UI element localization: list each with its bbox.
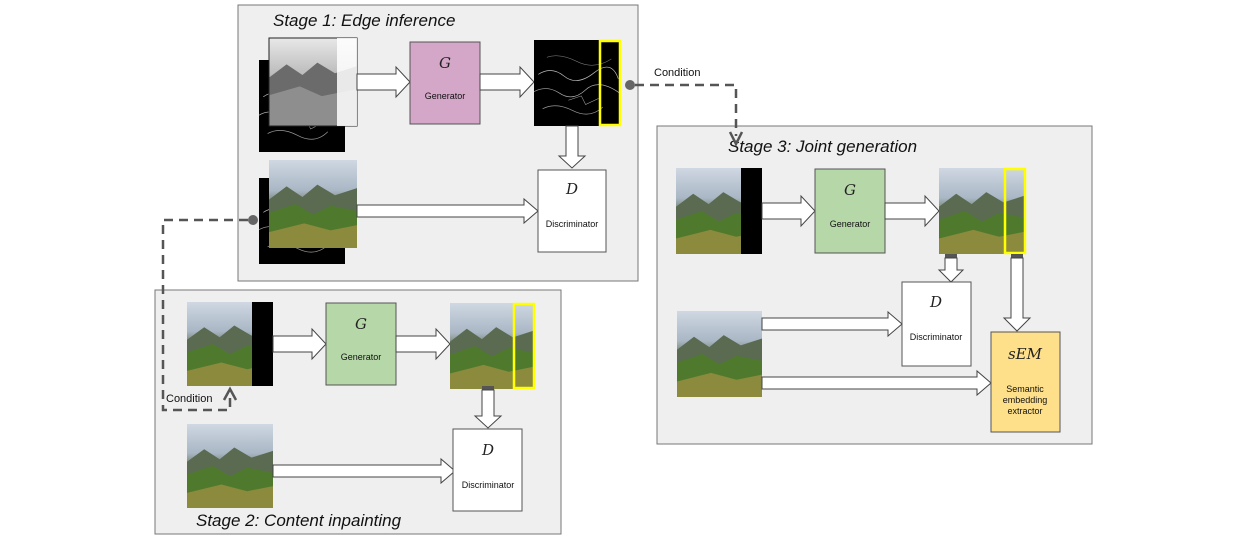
stage1-discriminator-label: Discriminator	[546, 219, 599, 229]
condition-connector-stage1-to-stage3: Condition	[625, 67, 744, 147]
stage2-generator: G Generator	[325, 302, 397, 386]
stage2-real-image	[187, 424, 273, 508]
stage1-arrow-down-to-discriminator	[557, 125, 587, 169]
stage3-extractor-label-1: Semantic	[1006, 384, 1044, 394]
stage3-arrow-to-generator	[761, 194, 816, 228]
stage3-extractor-label-2: embedding	[1003, 395, 1048, 405]
stage2-discriminator: D Discriminator	[452, 428, 523, 512]
stage1-input-stack	[259, 37, 358, 152]
stage1-panel: Stage 1: Edge inference G Generator	[237, 4, 639, 282]
stage3-masked-input	[676, 168, 762, 254]
stage1-output-edge-map	[534, 39, 622, 127]
stage1-discriminator: D Discriminator	[537, 169, 607, 253]
stage2-generator-symbol: G	[355, 315, 367, 333]
stage3-extractor-label-3: extractor	[1007, 406, 1042, 416]
stage1-discriminator-symbol: D	[565, 180, 578, 198]
stage3-output-image	[939, 167, 1027, 258]
stage2-discriminator-label: Discriminator	[462, 480, 515, 490]
stage1-generator: G Generator	[409, 41, 481, 125]
stage1-arrow-to-discriminator	[356, 197, 539, 225]
stage3-arrow-down-to-discriminator	[937, 257, 965, 283]
stage1-generator-symbol: G	[439, 54, 451, 72]
stage3-arrow-down-to-extractor	[1002, 257, 1032, 332]
stage3-discriminator-label: Discriminator	[910, 332, 963, 342]
stage2-panel: G Generator D Discriminator Stage 2: Con…	[154, 289, 562, 535]
stage3-real-image	[677, 311, 762, 397]
stage2-arrow-to-discriminator	[272, 457, 456, 485]
stage3-discriminator-symbol: D	[929, 293, 942, 311]
stage2-arrow-down-to-discriminator	[473, 389, 503, 429]
stage1-generator-label: Generator	[425, 91, 466, 101]
stage2-arrow-to-generator	[272, 327, 327, 361]
stage3-arrow-to-output	[884, 194, 940, 228]
stage1-arrow-to-generator	[356, 65, 411, 99]
stage1-title: Stage 1: Edge inference	[273, 11, 455, 30]
condition-label-stage2: Condition	[166, 393, 212, 405]
stage1-real-stack	[259, 160, 357, 264]
stage2-discriminator-symbol: D	[481, 441, 494, 459]
condition-connector-stage1-to-stage2: Condition	[161, 215, 258, 412]
stage3-arrow-to-extractor	[761, 369, 992, 397]
stage3-generator: G Generator	[814, 168, 886, 254]
stage3-semantic-extractor: sEM Semantic embedding extractor	[990, 331, 1061, 433]
stage3-title: Stage 3: Joint generation	[728, 137, 917, 156]
stage2-title: Stage 2: Content inpainting	[196, 511, 402, 530]
stage3-generator-symbol: G	[844, 181, 856, 199]
stage3-discriminator: D Discriminator	[901, 281, 972, 367]
stage1-arrow-to-output	[479, 65, 535, 99]
stage2-arrow-to-output	[395, 327, 451, 361]
condition-label-stage3: Condition	[654, 67, 700, 79]
stage3-arrow-to-discriminator	[761, 310, 903, 338]
stage3-extractor-symbol: sEM	[1008, 345, 1043, 363]
stage2-generator-label: Generator	[341, 352, 382, 362]
stage3-generator-label: Generator	[830, 219, 871, 229]
stage2-output-image	[450, 302, 536, 390]
stage2-masked-input	[187, 302, 273, 386]
stage3-panel: Stage 3: Joint generation G Generator D …	[656, 125, 1093, 445]
